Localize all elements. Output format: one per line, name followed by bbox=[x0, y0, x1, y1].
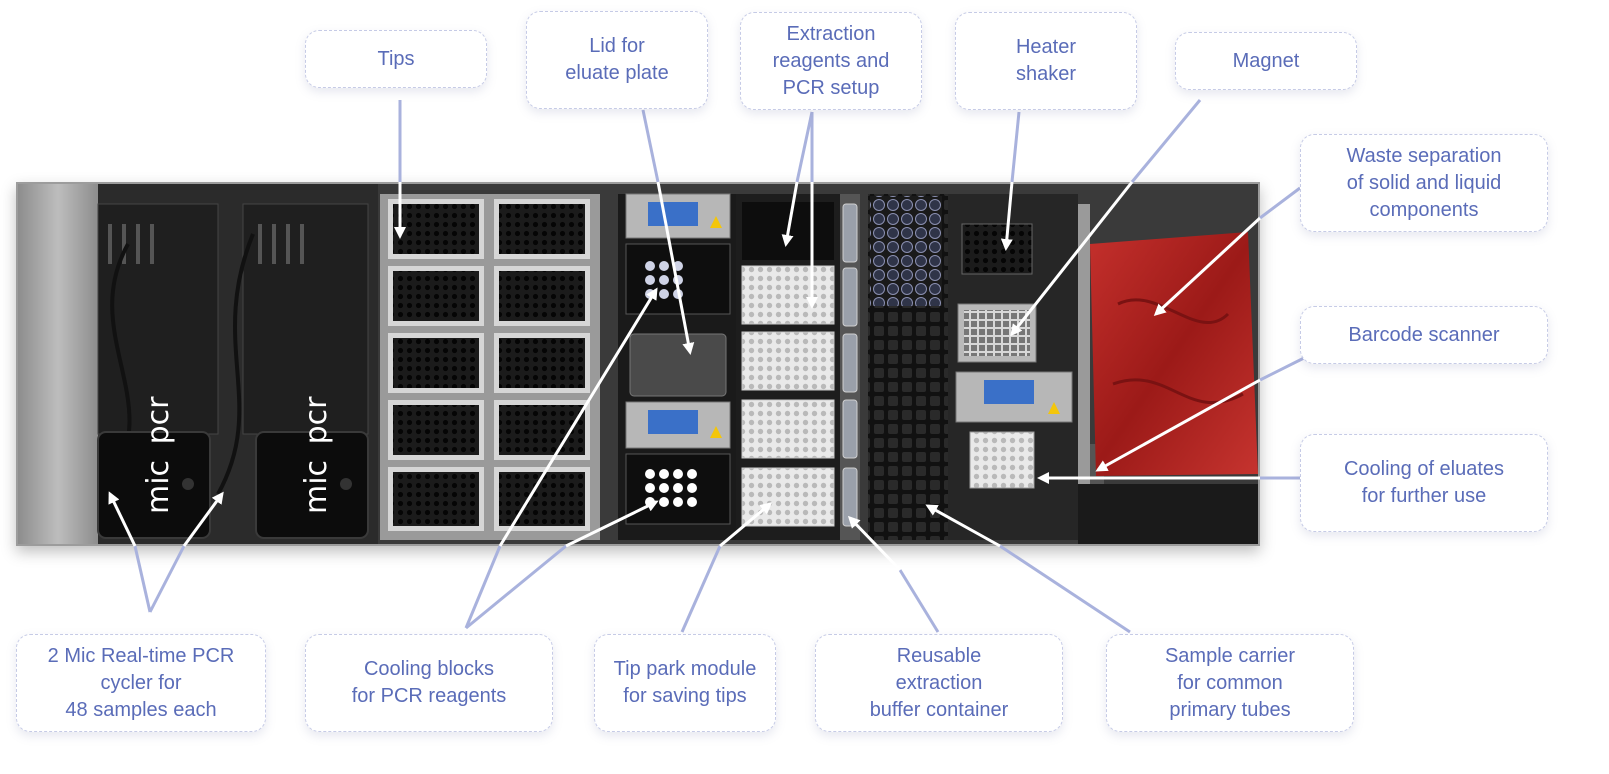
cycler-brand: mic bbox=[299, 460, 334, 514]
callout-line: for saving tips bbox=[623, 685, 747, 707]
callout-line: Tip park module bbox=[613, 658, 757, 680]
callout-tip-park-module: Tip park module for saving tips bbox=[594, 634, 776, 732]
callout-line: shaker bbox=[1015, 63, 1077, 85]
callout-line: Reusable bbox=[896, 644, 982, 667]
callout-sample-carrier: Sample carrier for common primary tubes bbox=[1106, 634, 1354, 732]
callout-line: Tips bbox=[377, 47, 415, 70]
arrow-cooling-blocks-2-outer bbox=[465, 544, 567, 630]
arrow-mic-2-outer bbox=[148, 545, 186, 613]
extraction-plate bbox=[741, 265, 835, 325]
arrow-lid-outer bbox=[641, 109, 660, 183]
eluate-cooling-plate bbox=[969, 431, 1035, 489]
callout-line: reagents and bbox=[772, 49, 890, 72]
callout-line: 2 Mic Real-time PCR bbox=[47, 644, 235, 667]
callout-magnet: Magnet bbox=[1175, 32, 1357, 90]
callout-line: 48 samples each bbox=[65, 698, 217, 721]
cycler-brand-suffix: pcr bbox=[141, 396, 176, 445]
callout-waste-separation: Waste separation of solid and liquid com… bbox=[1300, 134, 1548, 232]
arrow-buffer-outer bbox=[898, 569, 940, 633]
callout-barcode-scanner: Barcode scanner bbox=[1300, 306, 1548, 364]
callout-line: Barcode scanner bbox=[1348, 323, 1500, 346]
heater-shaker bbox=[961, 223, 1033, 275]
tip-park-plate bbox=[741, 467, 835, 527]
callout-line: for PCR reagents bbox=[351, 685, 507, 707]
callout-line: for common bbox=[1177, 671, 1283, 694]
arrow-barcode-outer bbox=[1259, 356, 1305, 382]
callout-line: Magnet bbox=[1232, 49, 1300, 72]
svg-text:mic pcr: mic pcr bbox=[299, 396, 334, 514]
instrument-deck-illustration: mic pcr mic pcr bbox=[18, 184, 1258, 544]
eluate-plate-lid bbox=[629, 333, 727, 397]
callout-line: primary tubes bbox=[1169, 698, 1291, 721]
callout-cooling-of-eluates: Cooling of eluates for further use bbox=[1300, 434, 1548, 532]
callout-line: Lid for bbox=[589, 35, 645, 57]
magnet-plate bbox=[964, 310, 1030, 356]
mic-cycler-2: mic pcr bbox=[255, 396, 369, 539]
callout-line: of solid and liquid bbox=[1346, 171, 1502, 194]
arrow-heater-outer bbox=[1010, 111, 1021, 183]
callout-line: Heater bbox=[1015, 36, 1077, 58]
callout-line: components bbox=[1369, 198, 1479, 221]
cycler-brand-suffix: pcr bbox=[299, 396, 334, 445]
callout-extraction-reagents: Extraction reagents and PCR setup bbox=[740, 12, 922, 110]
callout-line: Sample carrier bbox=[1164, 644, 1296, 667]
arrow-extraction-outer-1 bbox=[795, 111, 814, 183]
callout-heater-shaker: Heater shaker bbox=[955, 12, 1137, 110]
callout-line: Extraction bbox=[786, 22, 876, 45]
pcr-setup-plate bbox=[741, 331, 835, 391]
cycler-brand: mic bbox=[141, 460, 176, 514]
waste-bag bbox=[1090, 232, 1258, 476]
buffer-troughs bbox=[842, 203, 858, 527]
arrow-waste-outer bbox=[1259, 186, 1301, 220]
callout-mic-pcr-cycler: 2 Mic Real-time PCR cycler for 48 sample… bbox=[16, 634, 266, 732]
cooling-block-bottom bbox=[625, 401, 731, 525]
arrow-mic-1-outer bbox=[133, 545, 152, 613]
arrow-magnet-outer bbox=[1130, 99, 1202, 183]
arrow-tip-park-outer bbox=[680, 545, 722, 633]
callout-line: eluate plate bbox=[565, 62, 669, 84]
callout-line: extraction bbox=[895, 671, 983, 694]
sample-tubes bbox=[870, 196, 942, 306]
arrow-cooling-blocks-1-outer bbox=[464, 545, 502, 629]
callout-line: Cooling of eluates bbox=[1343, 458, 1505, 480]
callout-line: for further use bbox=[1361, 485, 1487, 507]
callout-line: Waste separation bbox=[1346, 144, 1502, 167]
svg-text:mic pcr: mic pcr bbox=[141, 396, 176, 514]
callout-tips: Tips bbox=[305, 30, 487, 88]
callout-line: buffer container bbox=[869, 698, 1009, 721]
callout-reusable-buffer-container: Reusable extraction buffer container bbox=[815, 634, 1063, 732]
callout-line: PCR setup bbox=[782, 76, 880, 99]
cooling-block-top bbox=[625, 193, 731, 315]
callout-cooling-blocks: Cooling blocks for PCR reagents bbox=[305, 634, 553, 732]
callout-line: Cooling blocks bbox=[363, 658, 495, 680]
arrow-sample-outer bbox=[999, 544, 1131, 634]
instrument-deck: mic pcr mic pcr bbox=[16, 182, 1260, 546]
callout-lid-for-eluate-plate: Lid for eluate plate bbox=[526, 11, 708, 109]
callout-line: cycler for bbox=[100, 671, 182, 694]
